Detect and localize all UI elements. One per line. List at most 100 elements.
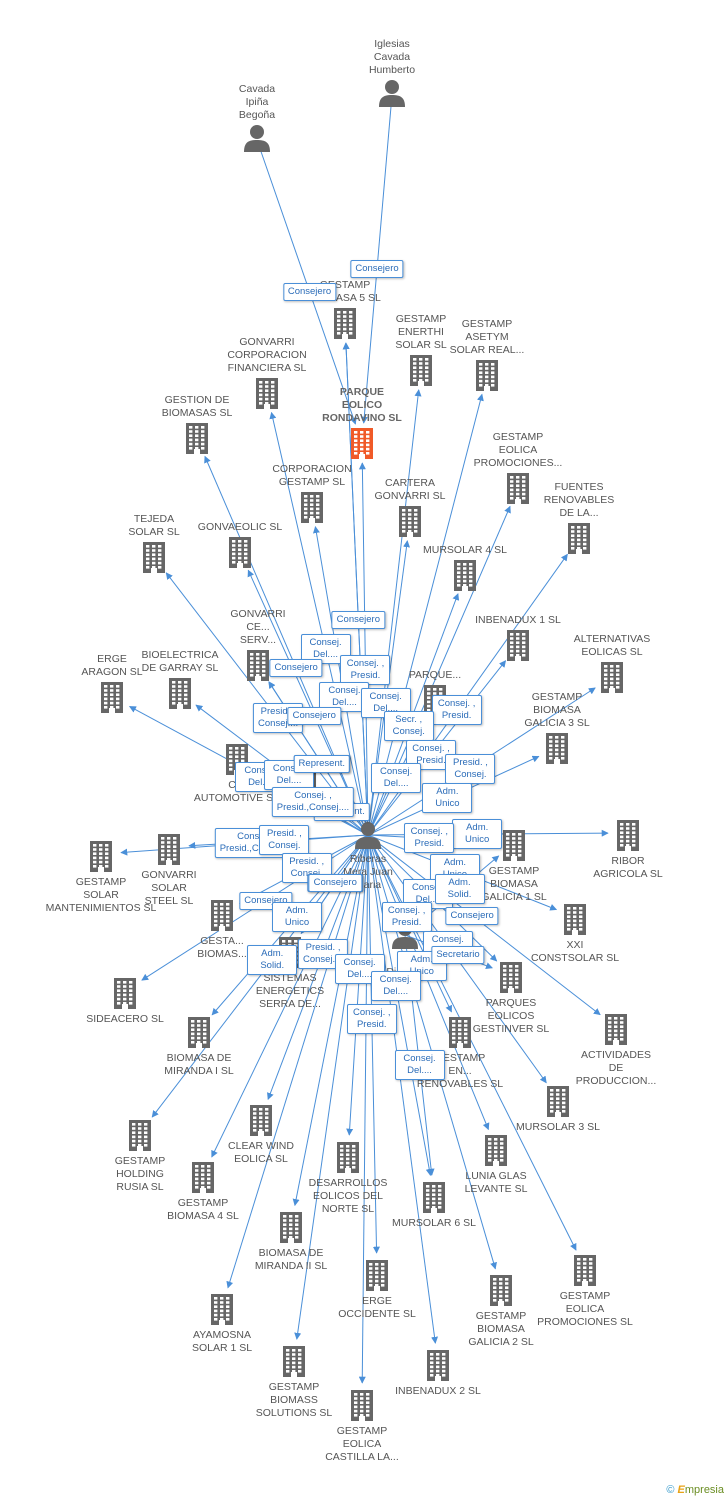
edge-label-riberas-to-gestamp-holding-rusia[interactable]: Adm. Solid.	[247, 945, 298, 976]
edge-label-riberas-to-sistemas-energeticos[interactable]: Consejero	[308, 874, 362, 893]
edge-label-riberas-to-fuentes-renovables[interactable]: Consej. , Presid.	[431, 695, 482, 726]
company-node-ribor-agricola[interactable]: RIBOR AGRICOLA SL	[558, 817, 698, 881]
building-icon	[487, 732, 627, 768]
edge-label-riberas-to-gestamp-biomasa-galicia1[interactable]: Consej. , Presid.	[404, 823, 455, 854]
edge-label-riberas-to-mursolar4[interactable]: Secr. , Consej.	[383, 710, 434, 741]
company-node-biomasa-miranda1[interactable]: BIOMASA DE MIRANDA I SL	[129, 1014, 269, 1078]
company-node-xxi-constsolar[interactable]: XXI CONSTSOLAR SL	[505, 901, 645, 965]
company-node-clear-wind[interactable]: CLEAR WIND EOLICA SL	[191, 1102, 331, 1166]
company-node-gestamp-biomasa-galicia1[interactable]: GESTAMP BIOMASA GALICIA 1 SL	[444, 827, 584, 904]
edge-label-riberas-to-gestamp-biomasa-galicia3[interactable]: Adm. Unico	[422, 783, 473, 814]
edge-label-riberas-to-gestamp-biomasa5[interactable]: Consejero	[331, 610, 385, 629]
node-label: MURSOLAR 3 SL	[515, 1121, 601, 1133]
edge-label-dionisio-to-mursolar6[interactable]: Consej. Del....	[394, 1050, 445, 1080]
building-icon	[129, 1016, 269, 1052]
company-node-parque-eolico[interactable]: PARQUE EOLICO RONDAVINO SL	[292, 386, 432, 463]
company-node-erge-aragon[interactable]: ERGE ARAGON SL	[42, 653, 182, 717]
company-node-gestamp-solar-mant[interactable]: GESTAMP SOLAR MANTENIMIENTOS SL	[31, 838, 171, 915]
company-node-inbenadux1[interactable]: INBENADUX 1 SL	[448, 614, 588, 665]
edge-label-riberas-to-gonvaeolic[interactable]: Consejero	[287, 707, 341, 726]
edge-label-riberas-to-gestion-biomasas[interactable]: Consejero	[269, 659, 323, 678]
company-node-gestamp-eolica-promo2[interactable]: GESTAMP EOLICA PROMOCIONES SL	[515, 1252, 655, 1329]
edge-label-iglesias-to-parque-eolico[interactable]: Consejero	[350, 260, 404, 278]
company-node-gestamp-biomass-gen[interactable]: GESTA... BIOMAS...	[152, 897, 292, 961]
edge-label-riberas-to-cie-automotive[interactable]: Consej. , Presid.,Consej....	[271, 787, 355, 818]
edge-label-riberas-to-clear-wind[interactable]: Presid. , Consej....	[297, 938, 349, 969]
company-node-fuentes-renovables[interactable]: FUENTES RENOVABLES DE LA...	[509, 481, 649, 558]
edge-label-riberas-to-ribor-agricola[interactable]: Adm. Unico	[452, 819, 503, 850]
company-node-gestamp-energias[interactable]: GESTAMP EN... RENOVABLES SL	[390, 1014, 530, 1091]
edge-label-dionisio-to-gestamp-biomasa-galicia1[interactable]: Adm. Solid.	[434, 874, 485, 904]
company-node-mursolar3[interactable]: MURSOLAR 3 SL	[488, 1083, 628, 1134]
building-icon	[55, 977, 195, 1013]
building-icon	[70, 1119, 210, 1155]
company-node-parques-eolicos-gestinver[interactable]: PARQUES EOLICOS GESTINVER SL	[441, 959, 581, 1036]
edge-label-riberas-to-erge-occidente[interactable]: Consej. , Presid.	[346, 1003, 397, 1034]
company-node-bioelectrica-garray[interactable]: BIOELECTRICA DE GARRAY SL	[110, 649, 250, 713]
building-icon	[110, 677, 250, 713]
edge-label-riberas-to-parque-gen[interactable]: Consej. Del....	[371, 763, 422, 794]
edge-label-cavada-to-parque-eolico[interactable]: Consejero	[282, 282, 337, 301]
node-label: CLEAR WIND EOLICA SL	[228, 1140, 294, 1165]
node-label: GESTAMP BIOMASA GALICIA 2 SL	[468, 1310, 534, 1348]
edge-label-riberas-to-gonvarri-centros[interactable]: Represent.	[293, 754, 351, 773]
company-node-gestamp-asetym[interactable]: GESTAMP ASETYM SOLAR REAL...	[417, 318, 557, 395]
company-node-gestamp-biomasa-galicia2[interactable]: GESTAMP BIOMASA GALICIA 2 SL	[431, 1272, 571, 1349]
company-node-gestamp-biomasa-galicia3[interactable]: GESTAMP BIOMASA GALICIA 3 SL	[487, 691, 627, 768]
company-node-gestamp-enerthi[interactable]: GESTAMP ENERTHI SOLAR SL	[351, 313, 491, 390]
company-node-ayamosna-solar[interactable]: AYAMOSNA SOLAR 1 SL	[152, 1291, 292, 1355]
company-node-gonvarri-solar-steel[interactable]: GONVARRI SOLAR STEEL SL	[99, 831, 239, 908]
node-label: INBENADUX 2 SL	[395, 1385, 481, 1397]
node-label: TEJEDA SOLAR SL	[128, 513, 180, 538]
company-node-gestamp-holding-rusia[interactable]: GESTAMP HOLDING RUSIA SL	[70, 1117, 210, 1194]
company-node-corporacion-gestamp[interactable]: CORPORACION GESTAMP SL	[242, 463, 382, 527]
edge-riberas-to-biomasa-miranda2	[292, 834, 369, 1207]
edge-label-riberas-to-biomasa-miranda1[interactable]: Adm. Unico	[272, 901, 323, 932]
building-icon	[431, 1274, 571, 1310]
edge-label-riberas-to-parque-eolico[interactable]: Consej. , Presid.	[340, 655, 391, 686]
building-icon	[133, 1161, 273, 1197]
company-node-mursolar6[interactable]: MURSOLAR 6 SL	[364, 1179, 504, 1230]
edge-cavada-to-parque-eolico	[256, 139, 357, 425]
company-node-gestamp-biomasa4[interactable]: GESTAMP BIOMASA 4 SL	[133, 1159, 273, 1223]
edge-label-riberas-to-mursolar6[interactable]: Consej. Del....	[370, 971, 421, 1002]
person-node-iglesias[interactable]: Iglesias Cavada Humberto	[322, 38, 462, 111]
company-node-erge-occidente[interactable]: ERGE OCCIDENTE SL	[307, 1257, 447, 1321]
company-node-gonvarri-corp-fin[interactable]: GONVARRI CORPORACION FINANCIERA SL	[197, 336, 337, 413]
company-node-sideacero[interactable]: SIDEACERO SL	[55, 975, 195, 1026]
node-label: GESTAMP EOLICA CASTILLA LA...	[325, 1425, 399, 1463]
node-label: LUNIA GLAS LEVANTE SL	[464, 1170, 528, 1195]
node-label: FUENTES RENOVABLES DE LA...	[543, 481, 615, 519]
edge-label-riberas-to-actividades-produccion[interactable]: Consejero	[445, 906, 499, 925]
building-icon	[127, 422, 267, 458]
node-label: SIDEACERO SL	[86, 1013, 164, 1025]
building-icon	[509, 522, 649, 558]
company-node-alternativas-eolicas[interactable]: ALTERNATIVAS EOLICAS SL	[542, 633, 682, 697]
company-node-gestamp-biomass-solutions[interactable]: GESTAMP BIOMASS SOLUTIONS SL	[224, 1343, 364, 1420]
company-node-lunia-glas[interactable]: LUNIA GLAS LEVANTE SL	[426, 1132, 566, 1196]
building-icon	[441, 961, 581, 997]
building-icon	[152, 899, 292, 935]
company-node-mursolar4[interactable]: MURSOLAR 4 SL	[395, 544, 535, 595]
company-node-gestamp-eolica-promo1[interactable]: GESTAMP EOLICA PROMOCIONES...	[448, 431, 588, 508]
edge-label-riberas-to-gonvarri-solar-steel[interactable]: Presid. , Consej.	[259, 825, 310, 856]
company-node-gestion-biomasas[interactable]: GESTION DE BIOMASAS SL	[127, 394, 267, 458]
edge-label-dionisio-to-parques-eolicos-gestinver[interactable]: Secretario	[431, 946, 485, 964]
building-icon	[152, 1293, 292, 1329]
company-node-actividades-produccion[interactable]: ACTIVIDADES DE PRODUCCION...	[546, 1011, 686, 1088]
company-node-gestamp-eolica-castilla[interactable]: GESTAMP EOLICA CASTILLA LA...	[292, 1387, 432, 1464]
company-node-tejeda-solar[interactable]: TEJEDA SOLAR SL	[84, 513, 224, 577]
edge-label-riberas-to-alternativas-eolicas[interactable]: Presid. , Consej.	[445, 753, 496, 784]
node-label: MURSOLAR 4 SL	[422, 544, 508, 556]
company-node-gonvarri-centros[interactable]: GONVARRI CE... SERV...	[188, 608, 328, 685]
company-node-inbenadux2[interactable]: INBENADUX 2 SL	[368, 1347, 508, 1398]
edge-label-riberas-to-gestamp-energias[interactable]: Consej. , Presid.	[381, 901, 432, 932]
company-node-desarrollos-eolicos[interactable]: DESARROLLOS EOLICOS DEL NORTE SL	[278, 1139, 418, 1216]
company-node-biomasa-miranda2[interactable]: BIOMASA DE MIRANDA II SL	[221, 1209, 361, 1273]
person-node-cavada[interactable]: Cavada Ipiña Begoña	[187, 83, 327, 156]
building-icon	[368, 1349, 508, 1385]
company-node-cartera-gonvarri[interactable]: CARTERA GONVARRI SL	[340, 477, 480, 541]
node-label: BIOMASA DE MIRANDA II SL	[254, 1247, 328, 1272]
node-label: GESTAMP EN... RENOVABLES SL	[416, 1052, 504, 1090]
company-node-gonvaeolic[interactable]: GONVAEOLIC SL	[170, 521, 310, 572]
